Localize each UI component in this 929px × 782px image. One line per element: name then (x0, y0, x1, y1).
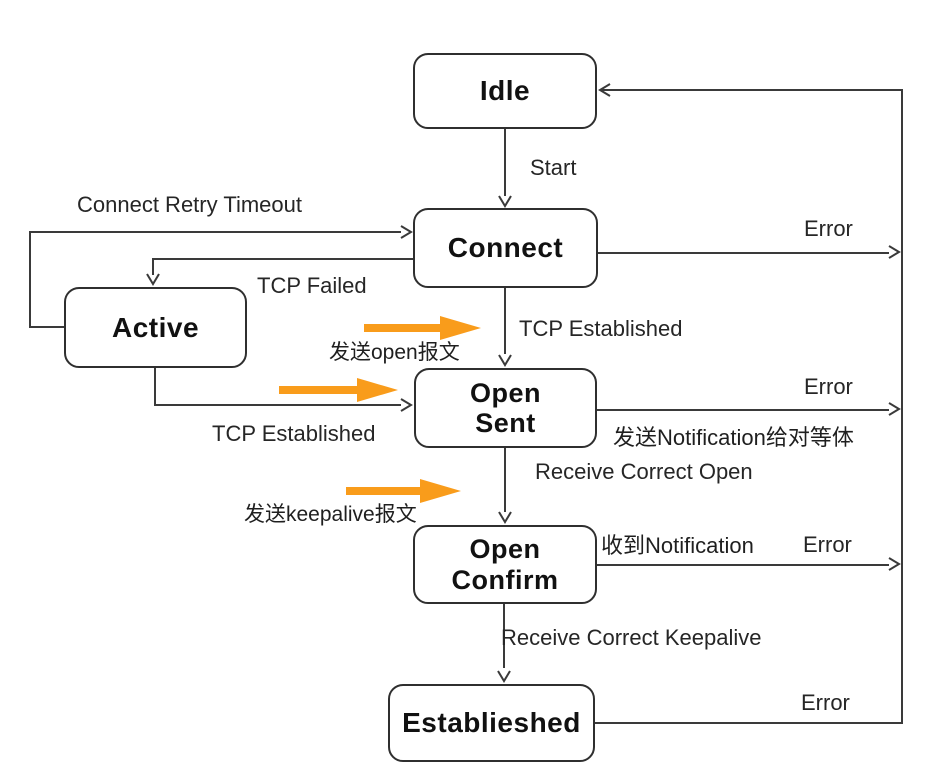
edge-openconfirm-to-established-line (503, 603, 505, 668)
state-idle: Idle (413, 53, 597, 129)
arrowhead-spine-to-idle-icon (597, 82, 613, 98)
arrowhead-opensent-to-openconfirm-icon (497, 509, 513, 525)
label-error-connect: Error (804, 216, 853, 241)
state-established: Establieshed (388, 684, 595, 762)
arrowhead-openconfirm-error-icon (886, 556, 902, 572)
label-send-open: 发送open报文 (329, 341, 460, 364)
state-open-confirm: Open Confirm (413, 525, 597, 604)
label-received-notification: 收到Notification (601, 533, 754, 558)
edge-idle-to-connect-line (504, 128, 506, 196)
edge-retry-timeout-vline (29, 231, 31, 328)
tcp-established-arrow-icon (279, 377, 399, 403)
edge-opensent-to-openconfirm-line (504, 447, 506, 512)
edge-spine-to-idle-hline (601, 89, 903, 91)
edge-openconfirm-error-hline (596, 564, 889, 566)
label-error-open-sent: Error (804, 374, 853, 399)
arrowhead-tcp-failed-icon (145, 271, 161, 287)
edge-retry-timeout-hline2 (29, 326, 66, 328)
state-connect: Connect (413, 208, 598, 288)
send-open-arrow-icon (364, 315, 482, 341)
edge-active-to-opensent-vline (154, 367, 156, 406)
arrowhead-active-to-opensent-icon (398, 397, 414, 413)
arrowhead-retry-timeout-icon (398, 224, 414, 240)
state-active: Active (64, 287, 247, 368)
label-send-keepalive: 发送keepalive报文 (244, 503, 417, 526)
edge-tcp-failed-hline (152, 258, 414, 260)
send-keepalive-arrow-icon (346, 478, 462, 504)
label-receive-correct-keepalive: Receive Correct Keepalive (501, 625, 762, 650)
edge-connect-to-opensent-line (504, 288, 506, 354)
label-tcp-established-active: TCP Established (212, 421, 376, 446)
arrowhead-openconfirm-to-established-icon (496, 668, 512, 684)
label-error-open-confirm: Error (803, 532, 852, 557)
label-connect-retry-timeout: Connect Retry Timeout (77, 192, 302, 217)
state-open-sent: Open Sent (414, 368, 597, 448)
state-connect-label: Connect (447, 232, 564, 264)
edge-retry-timeout-hline (29, 231, 401, 233)
edge-established-error-hline (594, 722, 903, 724)
label-start: Start (530, 155, 577, 180)
state-open-confirm-label: Open Confirm (451, 534, 559, 595)
label-send-notification-to-peer: 发送Notification给对等体 (613, 425, 854, 450)
label-tcp-established-connect: TCP Established (519, 316, 683, 341)
arrowhead-opensent-error-icon (886, 401, 902, 417)
arrowhead-idle-to-connect-icon (497, 193, 513, 209)
label-error-established: Error (801, 690, 850, 715)
label-tcp-failed: TCP Failed (257, 273, 367, 298)
label-receive-correct-open: Receive Correct Open (535, 459, 753, 484)
edge-opensent-error-hline (596, 409, 889, 411)
edge-connect-error-hline (597, 252, 889, 254)
state-open-sent-label: Open Sent (469, 377, 541, 438)
state-active-label: Active (111, 311, 200, 343)
edge-tcp-failed-vline (152, 258, 154, 275)
state-established-label: Establieshed (402, 707, 581, 739)
arrowhead-connect-to-opensent-icon (497, 352, 513, 368)
edge-active-to-opensent-hline (154, 404, 401, 406)
edge-error-spine-vline (901, 89, 903, 724)
state-idle-label: Idle (479, 75, 531, 107)
arrowhead-connect-error-icon (886, 244, 902, 260)
